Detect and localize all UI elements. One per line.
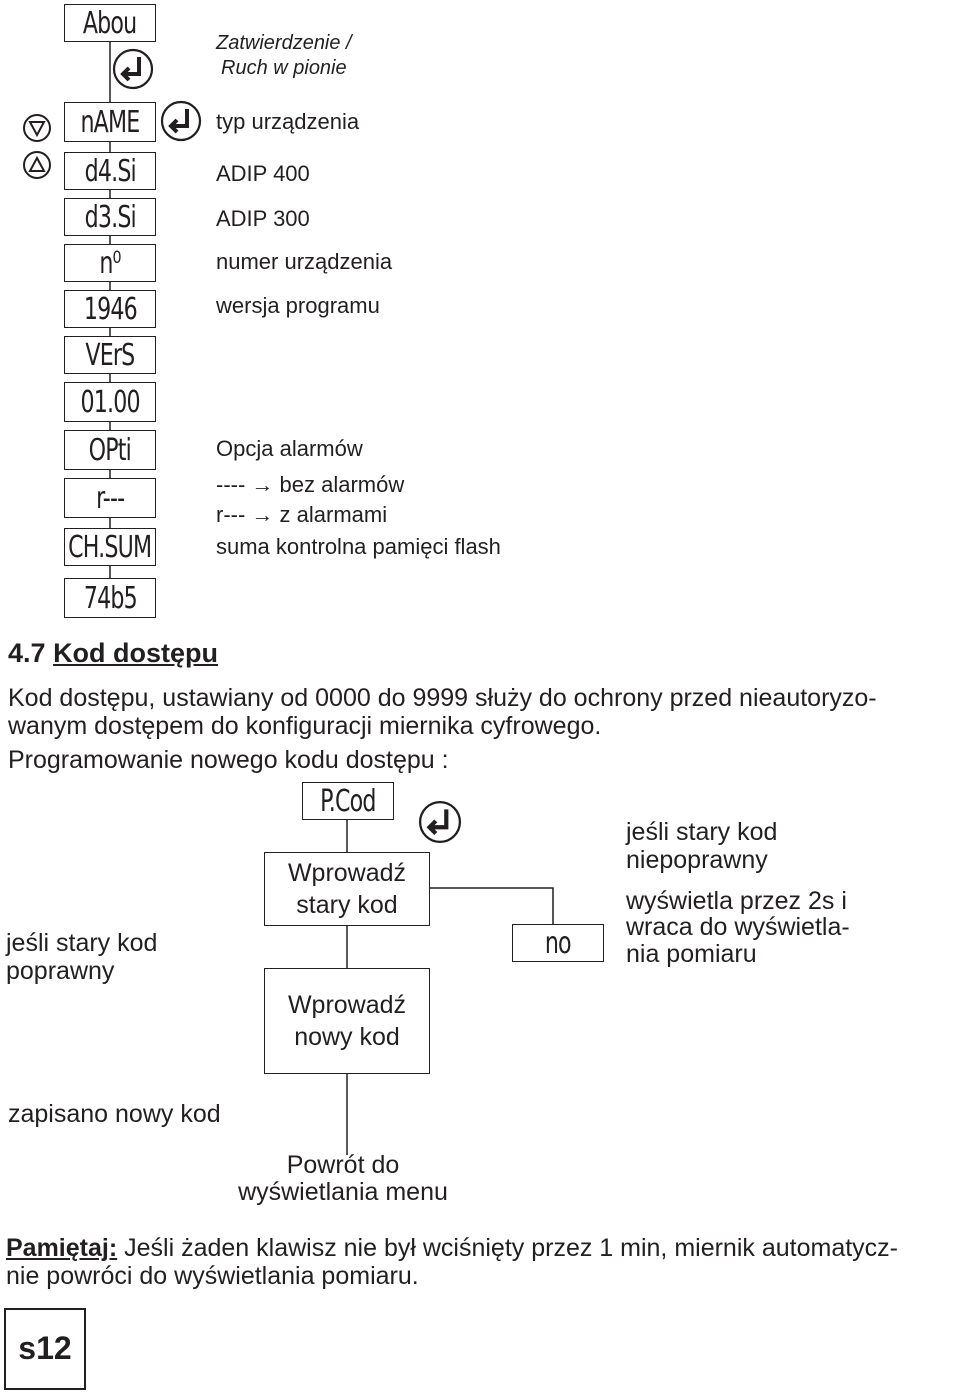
desc-confirm: Zatwierdzenie / — [216, 32, 352, 54]
display-1946: 1946 — [64, 290, 156, 328]
desc-adip300: ADIP 300 — [216, 206, 310, 231]
enter-key-icon — [112, 48, 154, 90]
display-74b5: 74b5 — [64, 578, 156, 618]
display-r: r--- — [64, 478, 156, 518]
section-heading: 4.7 Kod dostępu — [8, 638, 218, 669]
desc-adip400: ADIP 400 — [216, 161, 310, 186]
arrow-up-icon — [23, 151, 51, 179]
page-label: s12 — [4, 1308, 86, 1390]
display-no: no — [512, 924, 604, 962]
display-pcod: P.Cod — [302, 782, 394, 820]
paragraph-line-2: wanym dostępem do konfiguracji miernika … — [8, 712, 602, 740]
arrow-down-icon — [23, 114, 51, 142]
display-opti: OPti — [64, 430, 156, 470]
note-text: Jeśli żaden klawisz nie był wciśnięty pr… — [117, 1234, 898, 1262]
section-title: Kod dostępu — [53, 638, 219, 668]
programming-label: Programowanie nowego kodu dostępu : — [8, 746, 449, 774]
display-n0: n⁰ — [64, 244, 156, 282]
desc-confirm-2: Ruch w pionie — [221, 57, 347, 79]
display-chsum: CH.SUM — [64, 528, 156, 566]
desc-number: numer urządzenia — [216, 249, 393, 274]
display-abou: Abou — [64, 4, 156, 42]
enter-key-icon — [418, 800, 462, 844]
display-vers: VErS — [64, 336, 156, 374]
display-name: nAME — [64, 102, 156, 142]
desc-opt-none: ---- → bez alarmów — [216, 472, 405, 497]
note-line-2: nie powróci do wyświetlania pomiaru. — [6, 1262, 419, 1290]
section-number: 4.7 — [8, 638, 46, 668]
enter-key-icon — [160, 100, 202, 142]
saved-label: zapisano nowy kod — [8, 1100, 221, 1128]
desc-opt-alarm: r--- → z alarmami — [216, 502, 388, 527]
desc-checksum: suma kontrolna pamięci flash — [216, 534, 501, 559]
desc-version: wersja programu — [216, 293, 380, 318]
display-0100: 01.00 — [64, 382, 156, 422]
note-line-1: Pamiętaj: Jeśli żaden klawisz nie był wc… — [6, 1234, 898, 1262]
display-d4si: d4.Si — [64, 152, 156, 190]
paragraph-line-1: Kod dostępu, ustawiany od 0000 do 9999 s… — [8, 684, 877, 712]
display-d3si: d3.Si — [64, 198, 156, 236]
desc-option: Opcja alarmów — [216, 436, 363, 461]
note-label: Pamiętaj: — [6, 1234, 118, 1262]
desc-type: typ urządzenia — [216, 109, 360, 134]
